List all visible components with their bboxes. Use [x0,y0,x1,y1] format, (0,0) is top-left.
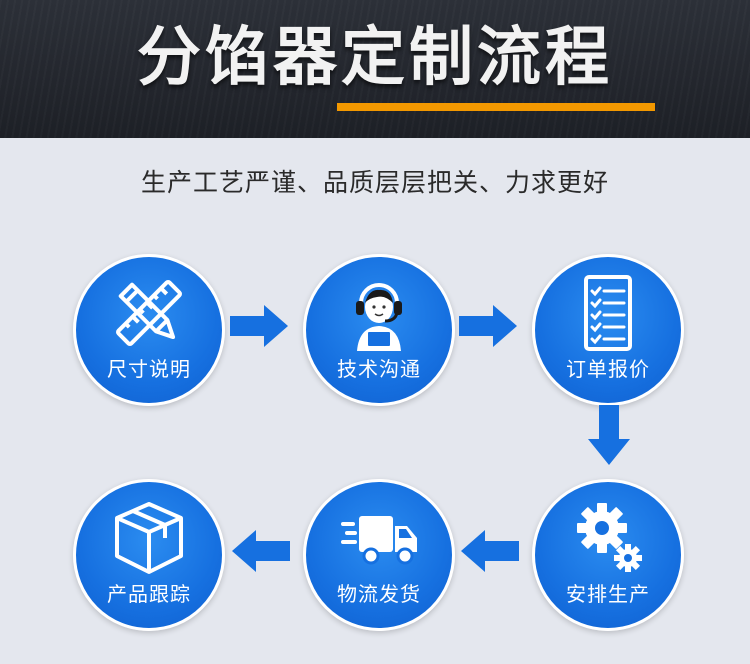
step-label: 订单报价 [566,357,650,381]
arrow-left-icon [461,530,519,572]
step-size-description: 尺寸说明 [73,254,225,406]
page-subtitle: 生产工艺严谨、品质层层把关、力求更好 [140,168,609,197]
header-banner: 分馅器定制流程 [0,0,750,138]
step-technical-communication: 技术沟通 [303,254,455,406]
step-logistics-shipping: 物流发货 [303,479,455,631]
gears-icon [577,503,642,572]
step-label: 技术沟通 [337,357,421,381]
step-label: 物流发货 [337,582,421,606]
checklist-icon [584,275,632,351]
arrow-left-icon [232,530,290,572]
step-label: 安排生产 [566,582,650,606]
arrow-right-icon [459,305,517,347]
step-label: 产品跟踪 [107,582,191,606]
customer-service-icon [356,283,402,351]
arrow-right-icon [230,305,288,347]
step-arrange-production: 安排生产 [532,479,684,631]
ruler-pencil-icon [116,280,182,346]
arrow-down-icon [588,405,630,465]
delivery-truck-icon [341,516,417,565]
step-label: 尺寸说明 [107,357,191,381]
step-order-quotation: 订单报价 [532,254,684,406]
package-box-icon [115,502,183,574]
step-product-tracking: 产品跟踪 [73,479,225,631]
title-underline [337,103,655,111]
page-title: 分馅器定制流程 [137,21,613,95]
